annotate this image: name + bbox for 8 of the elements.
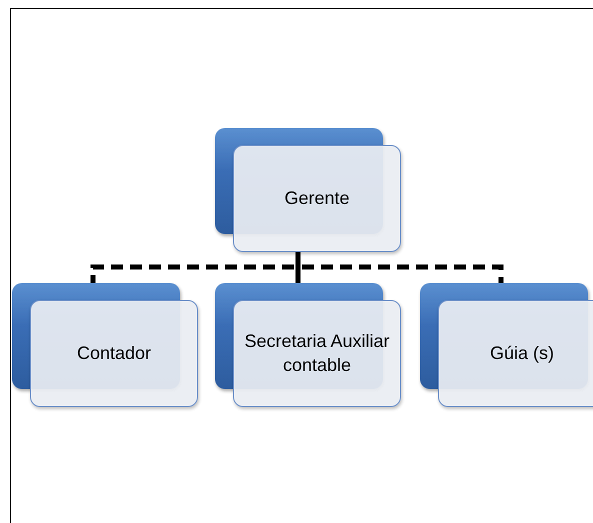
role-label: Contador [76, 342, 152, 365]
role-label: Secretaria Auxiliar contable [244, 330, 390, 376]
role-label: Gerente [284, 186, 350, 210]
org-chart-card [215, 128, 401, 252]
org-chart-card [12, 283, 198, 407]
org-chart-card [420, 283, 593, 407]
role-label: Gúia (s) [490, 342, 554, 365]
org-chart-card [215, 283, 401, 407]
